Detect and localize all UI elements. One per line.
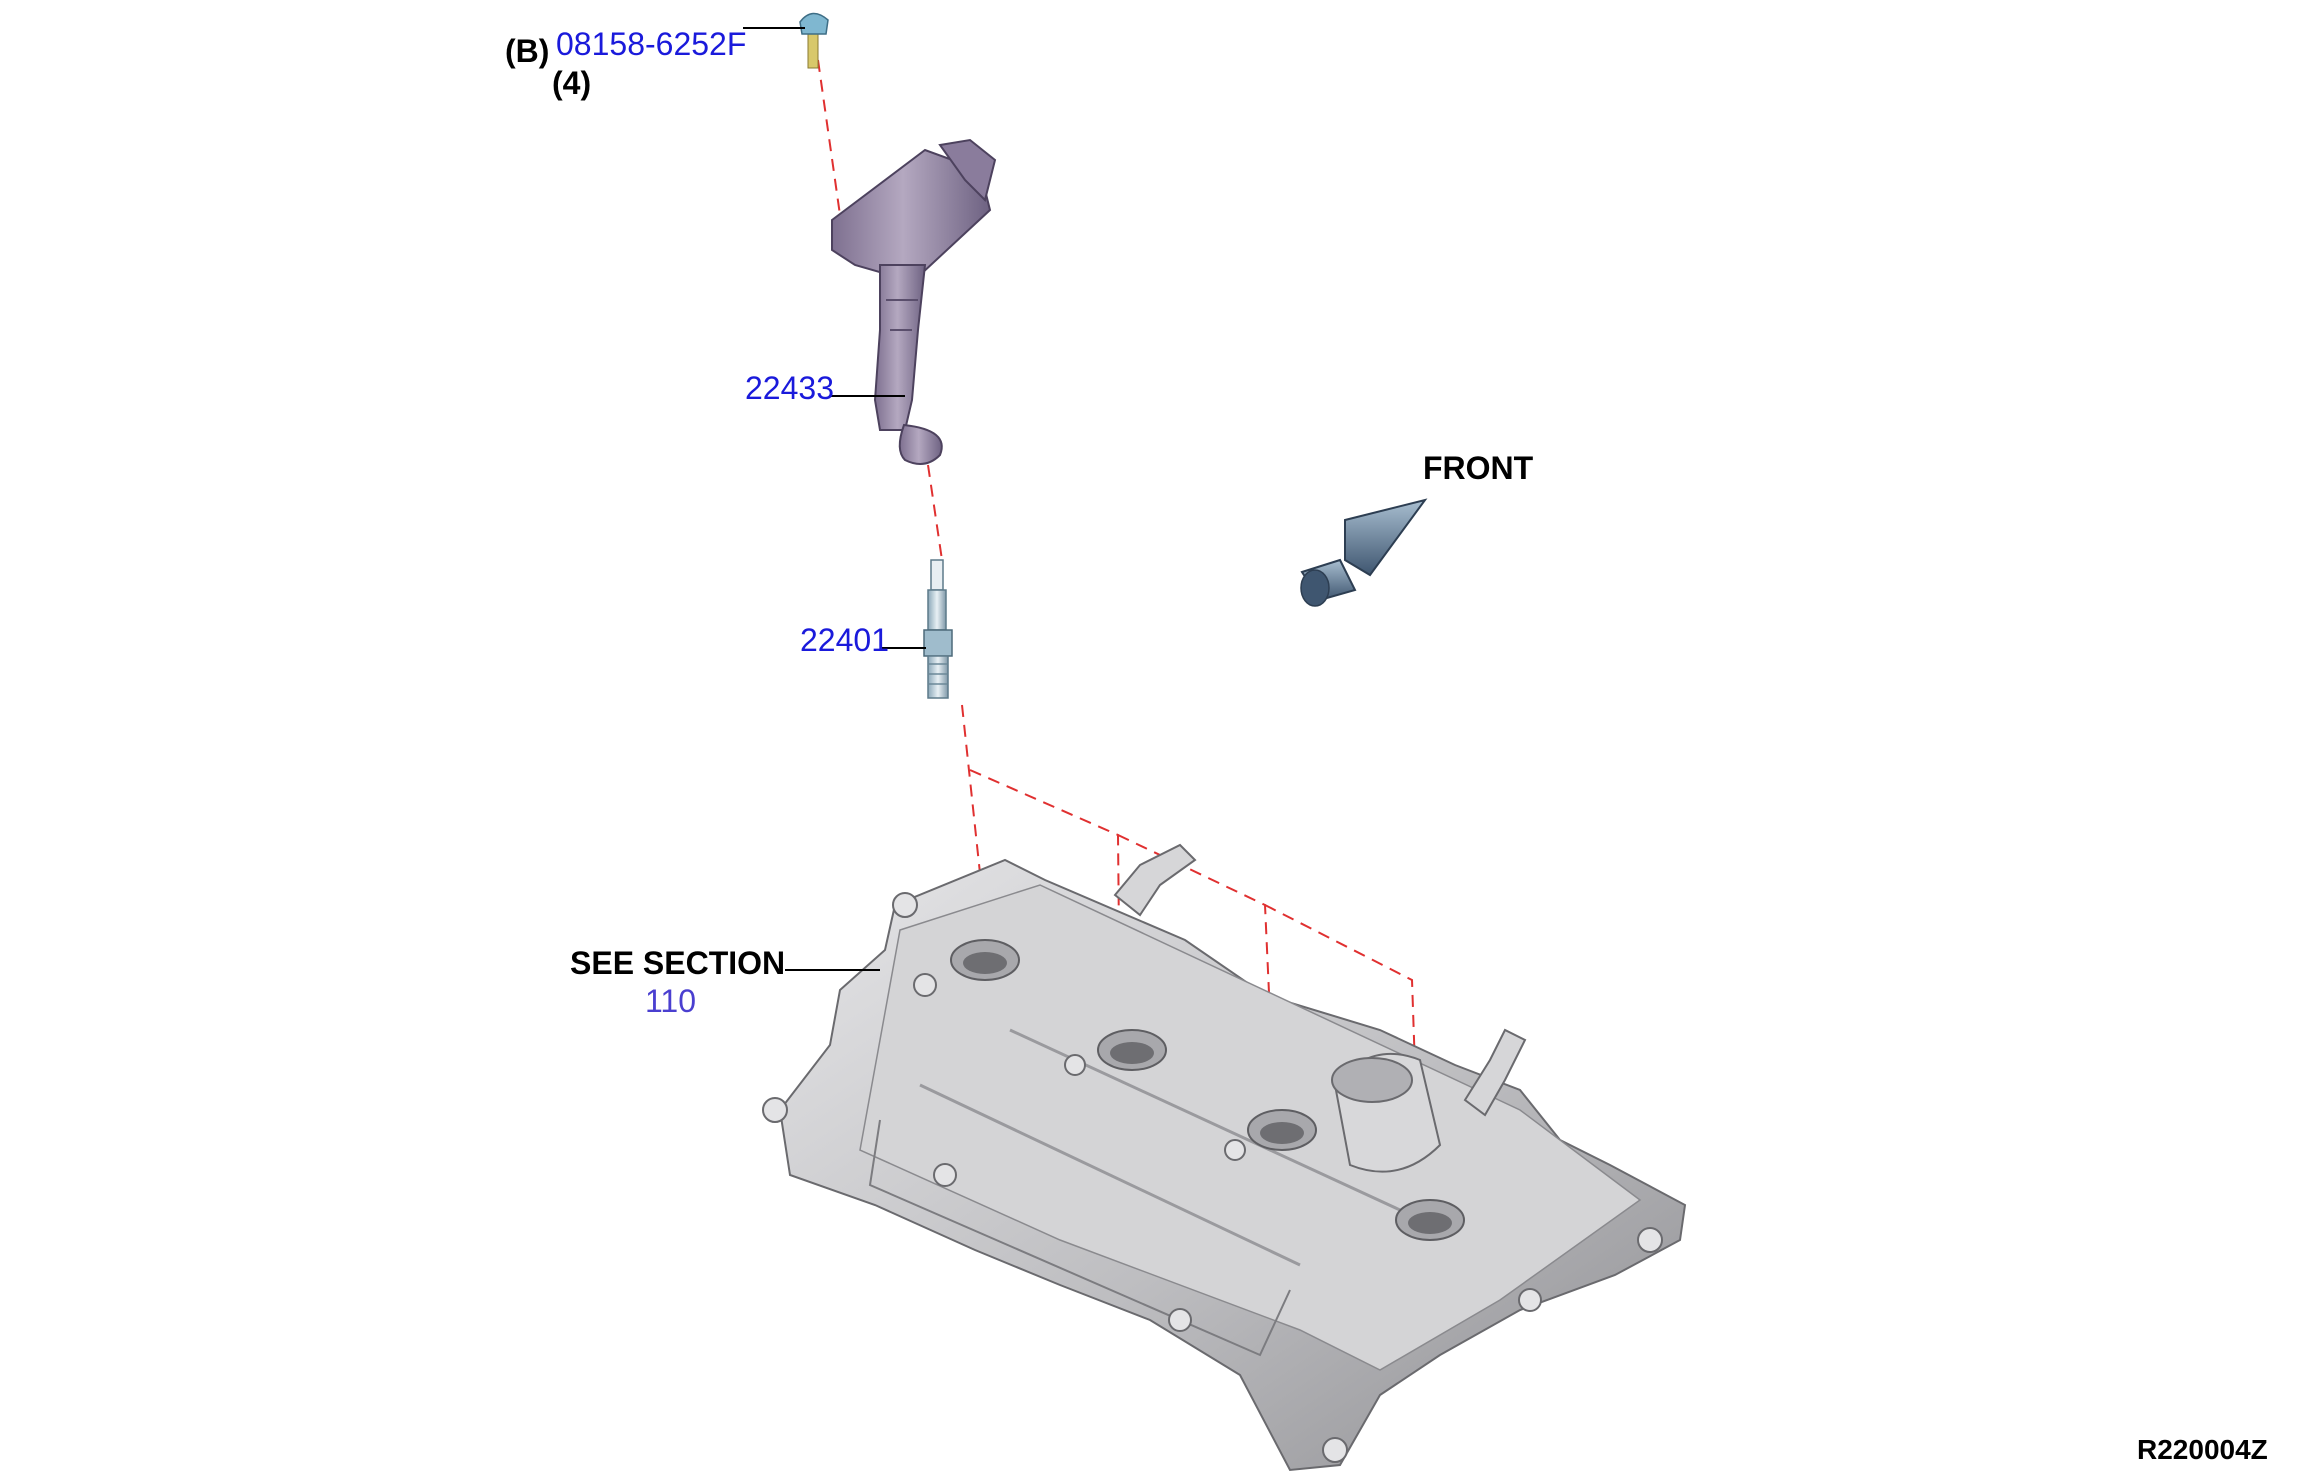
bolt-quantity: (4): [552, 65, 592, 101]
spark-plug: [923, 559, 953, 699]
coil-part-number: 22433: [745, 370, 834, 406]
plug-part-number: 22401: [800, 622, 889, 658]
section-number[interactable]: 110: [645, 983, 697, 1019]
see-section-label: SEE SECTION: [570, 945, 786, 981]
ignition-coil: [831, 138, 997, 465]
front-direction-arrow: [1300, 498, 1428, 607]
bolt: [799, 12, 829, 69]
leader-lines: [743, 27, 926, 971]
front-label: FRONT: [1423, 450, 1534, 486]
valve-cover: [762, 843, 1687, 1472]
bolt-tag: (B): [505, 33, 550, 69]
bolt-part-number: 08158-6252F: [556, 26, 747, 62]
figure-code: R220004Z: [2137, 1434, 2268, 1465]
